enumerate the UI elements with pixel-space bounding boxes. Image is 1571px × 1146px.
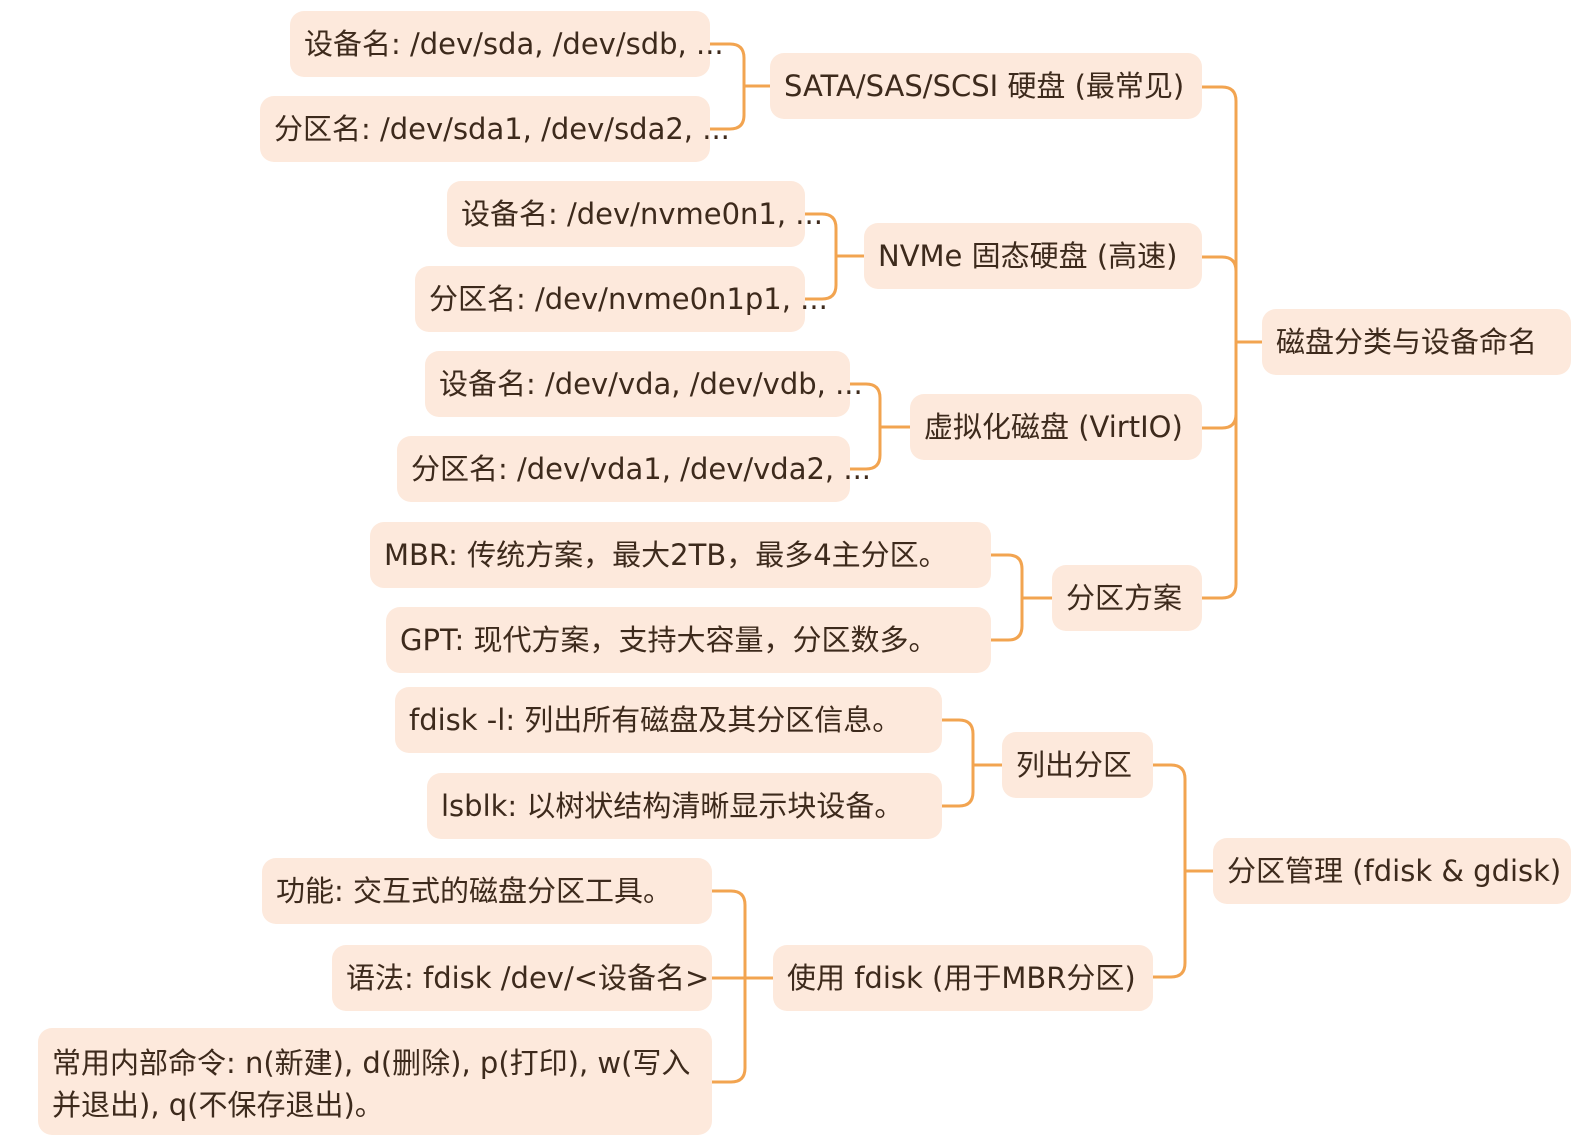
node-use-fdisk[interactable]: 使用 fdisk (用于MBR分区) bbox=[773, 945, 1153, 1011]
connector-list bbox=[940, 718, 1004, 808]
leaf-fdisk-commands[interactable]: 常用内部命令: n(新建), d(删除), p(打印), w(写入并退出), q… bbox=[38, 1028, 712, 1135]
node-nvme[interactable]: NVMe 固态硬盘 (高速) bbox=[864, 223, 1202, 289]
connector-root-disk bbox=[1200, 85, 1264, 600]
leaf-nvme-partition[interactable]: 分区名: /dev/nvme0n1p1, ... bbox=[415, 266, 828, 332]
node-sata[interactable]: SATA/SAS/SCSI 硬盘 (最常见) bbox=[770, 53, 1202, 119]
leaf-virtio-partition[interactable]: 分区名: /dev/vda1, /dev/vda2, ... bbox=[397, 436, 871, 502]
leaf-sata-device[interactable]: 设备名: /dev/sda, /dev/sdb, ... bbox=[290, 11, 724, 77]
connector-scheme bbox=[989, 553, 1054, 642]
node-virtio[interactable]: 虚拟化磁盘 (VirtIO) bbox=[910, 394, 1202, 460]
leaf-virtio-device[interactable]: 设备名: /dev/vda, /dev/vdb, ... bbox=[425, 351, 863, 417]
root-node-disk-classification[interactable]: 磁盘分类与设备命名 bbox=[1262, 309, 1571, 375]
node-list-partitions[interactable]: 列出分区 bbox=[1002, 732, 1153, 798]
leaf-list-fdisk-l[interactable]: fdisk -l: 列出所有磁盘及其分区信息。 bbox=[395, 687, 942, 753]
connector-root-part bbox=[1151, 763, 1215, 979]
leaf-sata-partition[interactable]: 分区名: /dev/sda1, /dev/sda2, ... bbox=[260, 96, 730, 162]
connector-fdisk bbox=[710, 889, 775, 1084]
leaf-nvme-device[interactable]: 设备名: /dev/nvme0n1, ... bbox=[447, 181, 823, 247]
node-partition-scheme[interactable]: 分区方案 bbox=[1052, 565, 1202, 631]
root-node-partition-management[interactable]: 分区管理 (fdisk & gdisk) bbox=[1213, 838, 1571, 904]
leaf-scheme-gpt[interactable]: GPT: 现代方案，支持大容量，分区数多。 bbox=[386, 607, 991, 673]
leaf-scheme-mbr[interactable]: MBR: 传统方案，最大2TB，最多4主分区。 bbox=[370, 522, 991, 588]
leaf-list-lsblk[interactable]: lsblk: 以树状结构清晰显示块设备。 bbox=[427, 773, 942, 839]
leaf-fdisk-function[interactable]: 功能: 交互式的磁盘分区工具。 bbox=[262, 858, 712, 924]
leaf-fdisk-syntax[interactable]: 语法: fdisk /dev/<设备名> bbox=[332, 945, 712, 1011]
